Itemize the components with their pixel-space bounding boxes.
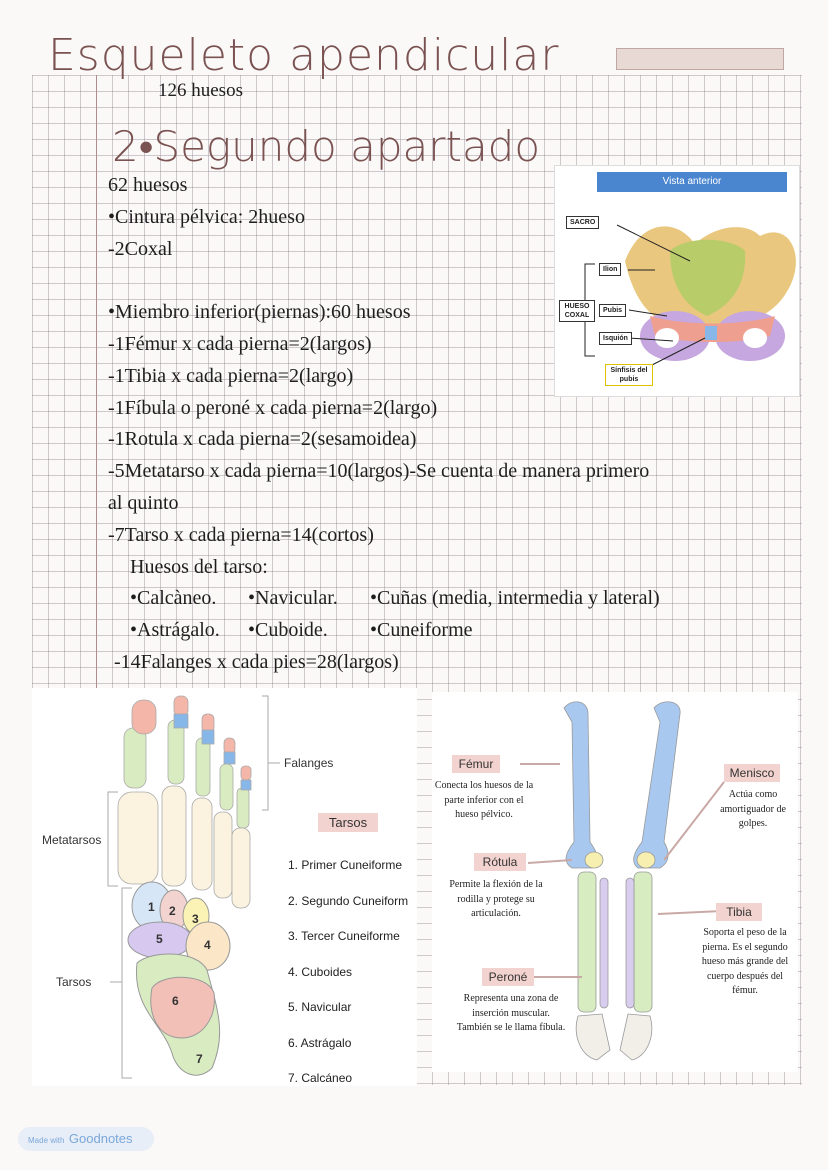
rotula-desc: Permite la flexión de la rodilla y prote…: [449, 879, 543, 919]
tibia-tag: Tibia: [716, 903, 762, 921]
pelvis-label-isquion: Isquión: [599, 332, 632, 345]
pelvis-label-sinfisis: Sínfisis del pubis: [605, 364, 653, 386]
pelvis-figure-header: Vista anterior: [597, 172, 787, 192]
tarsal-list-item: 4. Cuboides: [288, 964, 353, 979]
note-line: •Cintura pélvica: 2hueso: [108, 205, 305, 228]
note-line: -1Rotula x cada pierna=2(sesamoidea): [108, 428, 417, 451]
foot-bone-number: 6: [172, 994, 179, 1008]
foot-illustration: [107, 695, 280, 1079]
pelvis-label-sacro: SACRO: [566, 216, 600, 229]
foot-bone-number: 4: [204, 938, 211, 952]
tarsos-tag: Tarsos: [318, 813, 378, 832]
tarsal-list-item: 2. Segundo Cuneiform: [288, 893, 409, 908]
pelvis-label-pubis: Pubis: [599, 304, 627, 317]
tarsal-list-item: 7. Calcáneo: [288, 1071, 353, 1085]
foot-figure: 1 2 3 4 5 6 7 Falanges Metatarsos Tarsos: [32, 688, 417, 1086]
menisco-desc: Actúa como amortiguador de golpes.: [720, 789, 786, 829]
note-line: -1Tibia x cada pierna=2(largo): [108, 364, 354, 387]
watermark-brand: Goodnotes: [68, 1131, 133, 1146]
section-title: 2•Segundo apartado: [112, 122, 541, 171]
tarsal-item: •Cuñas (media, intermedia y lateral): [370, 587, 660, 610]
foot-bone-number: 1: [148, 900, 155, 914]
tarsal-row-1: •Calcàneo. •Navicular. •Cuñas (media, inte…: [108, 583, 748, 615]
note-line: -2Coxal: [108, 237, 173, 260]
pelvis-figure: Vista anterior SACRO Ilion HUESO COXAL P…: [554, 165, 800, 397]
foot-bone-number: 7: [196, 1052, 203, 1066]
foot-bone-number: 3: [192, 912, 199, 926]
perone-tag: Peroné: [482, 968, 534, 986]
tarsal-list-item: 6. Astrágalo: [288, 1035, 352, 1050]
tarsal-item: •Cuboide.: [248, 619, 328, 642]
foot-bone-number: 2: [169, 904, 176, 918]
tarsal-item: •Navicular.: [248, 587, 338, 610]
page-subtitle: 126 huesos: [158, 80, 243, 101]
foot-label-metatarsos: Metatarsos: [42, 833, 102, 847]
note-line: •Miembro inferior(piernas):60 huesos: [108, 301, 411, 324]
tarsal-item: •Astrágalo.: [130, 619, 220, 642]
note-line: al quinto: [108, 491, 179, 514]
foot-label-tarsos: Tarsos: [56, 975, 92, 989]
notes-body: 62 huesos •Cintura pélvica: 2hueso -2Cox…: [108, 170, 748, 679]
page-title: Esqueleto apendicular: [48, 30, 560, 81]
note-line: -14Falanges x cada pies=28(largos): [114, 650, 399, 673]
menisco-tag: Menisco: [724, 764, 780, 782]
leg-figure: Fémur Conecta los huesos de la parte inf…: [432, 692, 798, 1072]
femur-desc: Conecta los huesos de la parte inferior …: [434, 780, 534, 820]
tarsal-item: •Cuneiforme: [370, 619, 473, 642]
tibia-desc: Soporta el peso de la pierna. Es el segu…: [701, 927, 789, 996]
rotula-tag: Rótula: [474, 853, 526, 871]
note-line: -1Fíbula o peroné x cada pierna=2(largo): [108, 396, 438, 419]
pelvis-label-hueso-coxal: HUESO COXAL: [559, 300, 595, 322]
watermark-prefix: Made with: [28, 1136, 65, 1145]
header-tag-box: [616, 48, 784, 70]
margin-line: [96, 75, 97, 1085]
tarsal-heading: Huesos del tarso:: [130, 555, 268, 578]
note-line: -7Tarso x cada pierna=14(cortos): [108, 523, 374, 546]
tarsal-list-item: 3. Tercer Cuneiforme: [288, 929, 400, 943]
pelvis-label-ilion: Ilion: [599, 263, 622, 276]
tarsal-list: 1. Primer Cuneiforme 2. Segundo Cuneifor…: [288, 848, 408, 1097]
tarsal-list-item: 5. Navicular: [288, 1000, 352, 1014]
note-line: 62 huesos: [108, 174, 188, 196]
goodnotes-watermark: Made with Goodnotes: [18, 1127, 154, 1151]
leg-illustration: [520, 701, 725, 1061]
pelvis-illustration: [584, 224, 796, 367]
note-line: -1Fémur x cada pierna=2(largos): [108, 332, 372, 355]
tarsal-list-item: 1. Primer Cuneiforme: [288, 858, 403, 872]
tarsal-item: •Calcàneo.: [130, 587, 217, 610]
foot-label-falanges: Falanges: [284, 756, 334, 770]
tarsal-row-2: •Astrágalo. •Cuboide. •Cuneiforme: [108, 615, 748, 647]
foot-bone-number: 5: [156, 932, 163, 946]
femur-tag: Fémur: [452, 755, 500, 773]
note-line: -5Metatarso x cada pierna=10(largos)-Se …: [108, 460, 650, 483]
perone-desc: Representa una zona de inserción muscula…: [456, 993, 566, 1033]
